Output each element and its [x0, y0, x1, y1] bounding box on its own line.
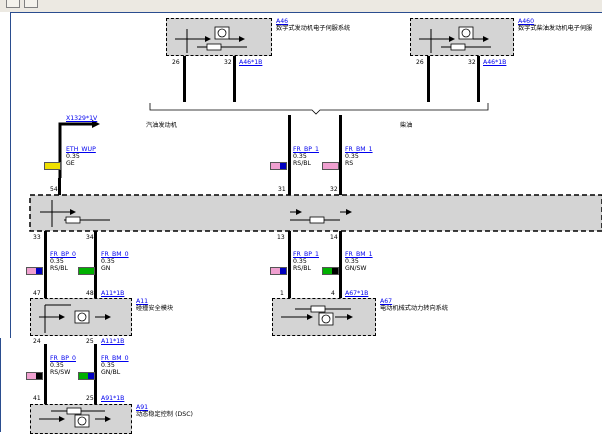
wire-a46-26 — [183, 56, 186, 102]
wire-fr-bm-0-low — [94, 344, 97, 404]
component-a46-box[interactable] — [166, 18, 272, 56]
wire-fr-bp-1-right — [288, 231, 291, 298]
back-button[interactable] — [6, 0, 20, 8]
pin-label: 31 — [278, 186, 286, 193]
connector-a11-bottom-link[interactable]: A11*1B — [101, 338, 125, 345]
connector-a46-link[interactable]: A46*1B — [239, 59, 263, 66]
wire-a460-32 — [477, 56, 480, 102]
pin-label: 14 — [330, 234, 338, 241]
wire-color-swatch — [78, 372, 95, 380]
pin-label: 54 — [50, 186, 58, 193]
connector-a460-link[interactable]: A46*1B — [483, 59, 507, 66]
wire-color-swatch — [322, 162, 339, 170]
wire-color-swatch — [26, 267, 43, 275]
wire-color-swatch — [26, 372, 43, 380]
pin-label: 41 — [33, 395, 41, 402]
engine-variant-diesel: 柴油 — [400, 122, 413, 129]
pin-label: 25 — [86, 395, 94, 402]
component-a460-box[interactable] — [410, 18, 514, 56]
component-a11-link[interactable]: A11 — [136, 298, 149, 305]
pin-label: 1 — [280, 290, 284, 297]
wire-color-swatch — [270, 162, 287, 170]
wire-fr-bm-1-top — [339, 115, 342, 195]
pin-label: 26 — [416, 59, 424, 66]
wire-color-swatch — [322, 267, 339, 275]
pin-label: 33 — [33, 234, 41, 241]
wire-color-swatch — [270, 267, 287, 275]
toolbar — [0, 0, 602, 12]
pin-label: 25 — [86, 338, 94, 345]
connector-a67-link[interactable]: A67*1B — [345, 290, 369, 297]
pin-label: 32 — [330, 186, 338, 193]
connector-a11-link[interactable]: A11*1B — [101, 290, 125, 297]
connector-a91-link[interactable]: A91*1B — [101, 395, 125, 402]
wire-color-swatch — [44, 162, 61, 170]
component-a11-box[interactable] — [30, 298, 132, 336]
forward-button[interactable] — [24, 0, 38, 8]
component-a67-box[interactable] — [272, 298, 376, 336]
connector-x1329-link[interactable]: X1329*1V — [66, 115, 98, 122]
pin-label: 4 — [331, 290, 335, 297]
wire-color-swatch — [78, 267, 95, 275]
wire-a460-26 — [427, 56, 430, 102]
pin-label: 24 — [33, 338, 41, 345]
pin-label: 32 — [224, 59, 232, 66]
pin-label: 32 — [468, 59, 476, 66]
wire-fr-bp-0-left — [44, 231, 47, 298]
pin-label: 34 — [86, 234, 94, 241]
pin-label: 26 — [172, 59, 180, 66]
wire-fr-bp-0-low — [44, 344, 47, 404]
pin-label: 48 — [86, 290, 94, 297]
component-a46-link[interactable]: A46 — [276, 18, 289, 25]
wire-a46-32 — [233, 56, 236, 102]
component-a67-link[interactable]: A67 — [380, 298, 393, 305]
component-a460-link[interactable]: A460 — [518, 18, 535, 25]
pin-label: 47 — [33, 290, 41, 297]
wire-eth-wup — [58, 178, 61, 195]
engine-variant-gasoline: 汽油发动机 — [146, 122, 177, 129]
wire-fr-bp-1-top — [288, 115, 291, 195]
wire-fr-bm-1-right — [339, 231, 342, 298]
component-a91-link[interactable]: A91 — [136, 404, 149, 411]
pin-label: 13 — [277, 234, 285, 241]
component-a91-box[interactable] — [30, 404, 132, 434]
wire-fr-bm-0-left — [94, 231, 97, 298]
